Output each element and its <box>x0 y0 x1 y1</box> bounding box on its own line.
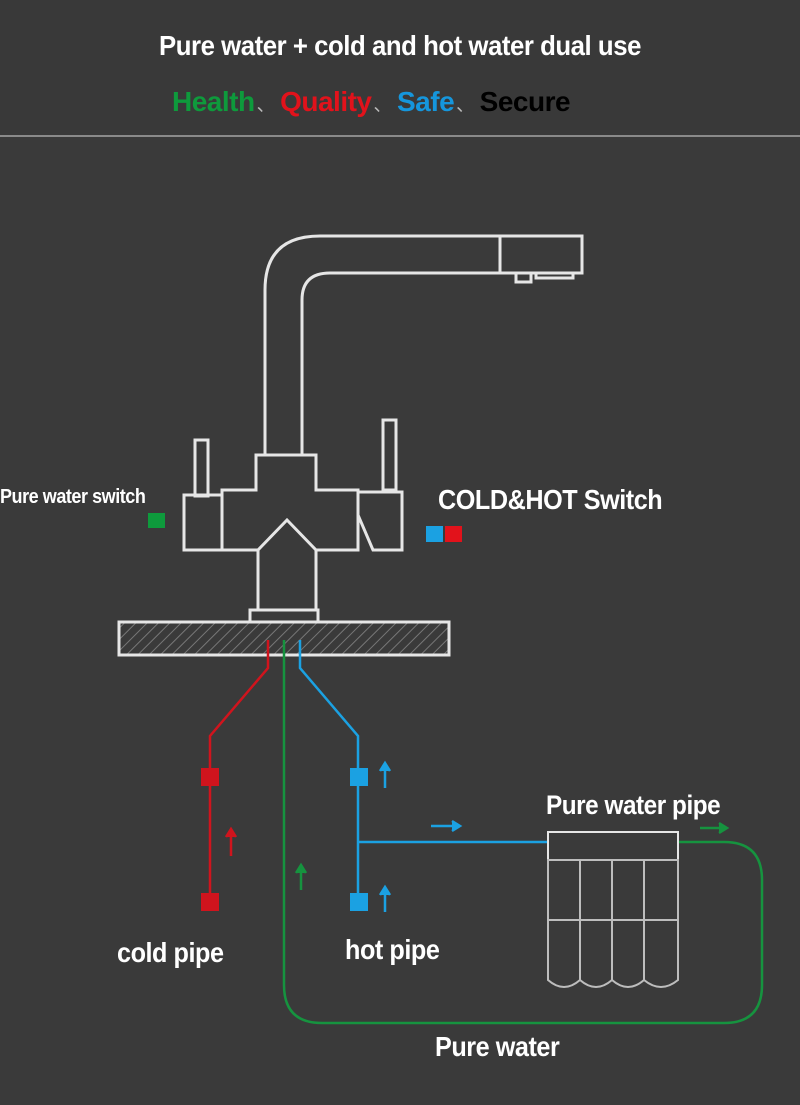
hot-valve-upper <box>350 768 368 786</box>
pure-water-line <box>282 640 764 1025</box>
pure-water-label: Pure water <box>435 1031 560 1062</box>
tag-quality: Quality <box>280 86 372 117</box>
pure-water-switch-label: Pure water switch <box>0 486 146 508</box>
left-lever <box>193 438 210 498</box>
hot-valve-lower <box>350 893 368 911</box>
cold-valve-upper <box>201 768 219 786</box>
cold-pipe-label: cold pipe <box>117 937 224 968</box>
tag-separator: 、 <box>456 95 474 115</box>
page-title: Pure water + cold and hot water dual use <box>159 30 641 61</box>
tag-separator: 、 <box>256 95 275 115</box>
hot-pipe-label: hot pipe <box>345 934 440 965</box>
cold-indicator <box>445 526 462 542</box>
tag-separator: 、 <box>373 95 392 115</box>
filter-unit <box>547 831 679 988</box>
tag-secure: Secure <box>479 86 571 117</box>
cold-pipe-line <box>208 640 270 910</box>
cold-valve-lower <box>201 893 219 911</box>
hot-indicator <box>426 526 443 542</box>
faucet-body <box>182 418 404 624</box>
feature-tags: Health、Quality、Safe、Secure <box>172 86 571 118</box>
header-banner: Pure water + cold and hot water dual use… <box>0 0 800 137</box>
cold-hot-switch-label: COLD&HOT Switch <box>438 484 663 515</box>
faucet-spout <box>263 234 584 455</box>
pure-switch-indicator <box>148 513 165 528</box>
pure-water-pipe-label: Pure water pipe <box>546 790 721 820</box>
right-lever <box>381 418 398 492</box>
hot-pipe-line <box>298 640 548 912</box>
tag-safe: Safe <box>397 86 455 117</box>
tag-health: Health <box>172 86 255 117</box>
